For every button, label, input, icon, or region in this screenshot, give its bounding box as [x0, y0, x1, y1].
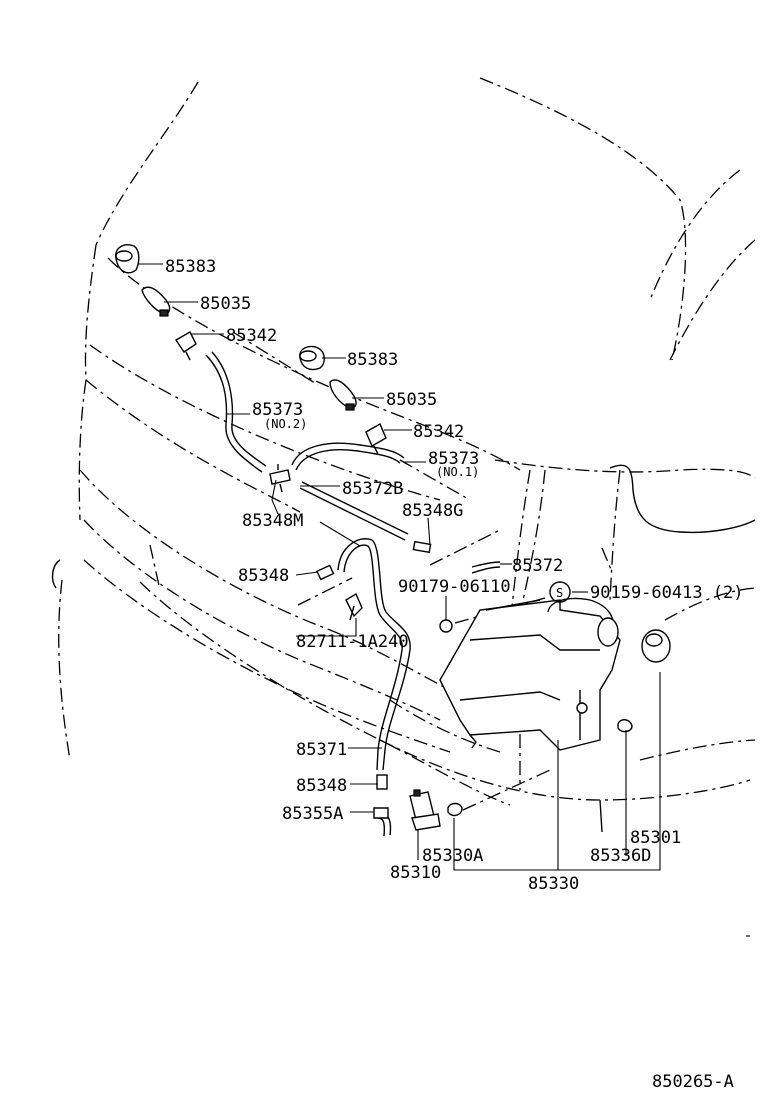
label-85372: 85372 [512, 556, 563, 576]
label-85373-no2-sub: (NO.2) [264, 417, 307, 431]
label-85383-lower: 85383 [347, 350, 398, 370]
vehicle-body-outline [58, 77, 756, 811]
diagram-id: 850265-A [652, 1072, 734, 1092]
label-85348M: 85348M [242, 511, 303, 531]
label-85373-no1-sub: (NO.1) [436, 465, 479, 479]
label-85035-upper: 85035 [200, 294, 251, 314]
label-85330: 85330 [528, 874, 579, 894]
washer-motor-85310 [409, 789, 441, 831]
label-85310: 85310 [390, 863, 441, 883]
label-85336D: 85336D [590, 846, 651, 866]
clip-85336D [617, 719, 633, 733]
label-85348G: 85348G [402, 501, 463, 521]
label-85355A: 85355A [282, 804, 343, 824]
label-85371: 85371 [296, 740, 347, 760]
leader-lines [138, 263, 661, 871]
grommet-85330A [447, 802, 463, 817]
label-90159-60413: 90159-60413 (2) [590, 583, 744, 603]
clamp-82711 [345, 592, 363, 621]
label-85383-upper: 85383 [165, 257, 216, 277]
connector-85348-lower [376, 774, 388, 790]
nozzle-upper [141, 286, 171, 317]
part-labels: 85383 85035 85342 85383 85035 85373 (NO.… [165, 257, 744, 1092]
label-85348-lower: 85348 [296, 776, 347, 796]
three-way-connector-85348M [269, 464, 291, 493]
tank-cap-85301 [641, 629, 671, 663]
hose-elbow-85355A [373, 807, 389, 819]
label-85348-upper: 85348 [238, 566, 289, 586]
vehicle-body-edges [51, 464, 756, 833]
s-mark-circle [549, 581, 571, 603]
label-85373-no1: 85373 [428, 449, 479, 469]
nozzle-cap-lower [299, 345, 325, 371]
label-82711-1A240: 82711-1A240 [296, 632, 409, 652]
connector-85348G [412, 540, 432, 554]
label-85035-lower: 85035 [386, 390, 437, 410]
washer-tank-85330 [439, 597, 621, 751]
grommet-90179 [439, 619, 453, 633]
s-mark-label: S [556, 586, 563, 600]
joint-upper [175, 331, 197, 361]
nozzle-cap-upper [115, 244, 140, 274]
label-85342-upper: 85342 [226, 326, 277, 346]
joint-lower [365, 423, 387, 455]
connector-85348-upper [316, 564, 335, 581]
nozzle-lower [329, 379, 357, 411]
label-90179-06110: 90179-06110 [398, 577, 511, 597]
label-85373-no2: 85373 [252, 400, 303, 420]
label-85342-lower: 85342 [413, 422, 464, 442]
label-85301: 85301 [630, 828, 681, 848]
label-85372B: 85372B [342, 479, 403, 499]
label-85330A: 85330A [422, 846, 483, 866]
